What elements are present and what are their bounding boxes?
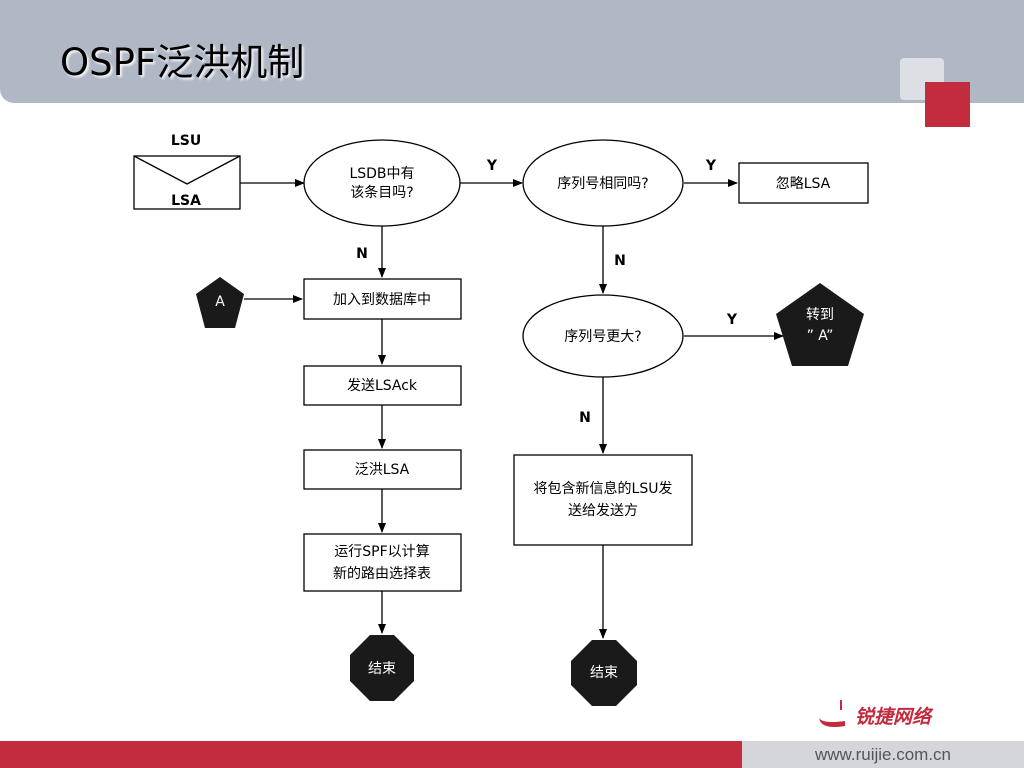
header-bar bbox=[0, 0, 1024, 103]
label-yes-3: Y bbox=[726, 312, 738, 328]
connector-goto-a-line1: 转到 bbox=[806, 307, 834, 323]
end-2-shape bbox=[571, 640, 637, 706]
label-yes-1: Y bbox=[486, 158, 498, 174]
decision-seq-newer-shape bbox=[522, 294, 684, 378]
end-1-text: 结束 bbox=[368, 661, 396, 677]
footer-url[interactable]: www.ruijie.com.cn bbox=[814, 745, 952, 764]
process-flood-text: 泛洪LSA bbox=[355, 462, 410, 478]
process-run-spf-line1: 运行SPF以计算 bbox=[334, 544, 429, 560]
connector-a-text: A bbox=[215, 294, 225, 310]
process-send-ack-text: 发送LSAck bbox=[347, 378, 418, 394]
decision-seq-same-text: 序列号相同吗? bbox=[557, 176, 648, 192]
logo-swoosh-icon bbox=[819, 700, 845, 727]
process-ignore-box bbox=[738, 162, 869, 204]
process-ignore-text: 忽略LSA bbox=[776, 176, 831, 192]
connector-goto-a-shape bbox=[776, 283, 864, 366]
connector-a-shape bbox=[196, 277, 244, 328]
flood-flowchart: Y Y N N Y N LSU LSA LSDB中有 该条目吗? 序列号相同吗?… bbox=[133, 133, 869, 706]
label-yes-2: Y bbox=[705, 158, 717, 174]
decor-red-square bbox=[925, 82, 970, 127]
process-run-spf-line2: 新的路由选择表 bbox=[333, 566, 431, 582]
decision-lsdb-shape bbox=[303, 139, 461, 227]
company-logo: 锐捷网络 bbox=[815, 700, 931, 730]
process-flood-box bbox=[303, 449, 462, 490]
logo-text: 锐捷网络 bbox=[855, 705, 932, 728]
end-1-shape bbox=[350, 635, 414, 701]
process-send-ack-box bbox=[303, 365, 462, 406]
label-no-2: N bbox=[614, 253, 626, 269]
process-send-newer-line2: 送给发送方 bbox=[568, 503, 638, 519]
page-title: OSPF泛洪机制 bbox=[60, 41, 305, 84]
process-add-db-text: 加入到数据库中 bbox=[333, 292, 431, 308]
decision-lsdb-line1: LSDB中有 bbox=[349, 166, 414, 182]
footer-red-bar bbox=[0, 741, 742, 768]
connector-goto-a-line2: ” A” bbox=[807, 328, 834, 344]
decision-lsdb-line2: 该条目吗? bbox=[350, 184, 413, 201]
decision-seq-newer-text: 序列号更大? bbox=[564, 329, 641, 345]
envelope-body-label: LSA bbox=[171, 193, 201, 209]
process-send-newer-box bbox=[513, 454, 693, 546]
end-2-text: 结束 bbox=[590, 665, 618, 681]
envelope-icon bbox=[133, 155, 241, 210]
process-run-spf-box bbox=[303, 533, 462, 592]
process-send-newer-line1: 将包含新信息的LSU发 bbox=[534, 480, 673, 497]
label-no-1: N bbox=[356, 246, 368, 262]
process-add-db-box bbox=[303, 278, 462, 320]
envelope-top-label: LSU bbox=[171, 133, 201, 149]
decision-seq-same-shape bbox=[522, 139, 684, 227]
label-no-3: N bbox=[579, 410, 591, 426]
footer-gray-bar bbox=[742, 741, 1024, 768]
